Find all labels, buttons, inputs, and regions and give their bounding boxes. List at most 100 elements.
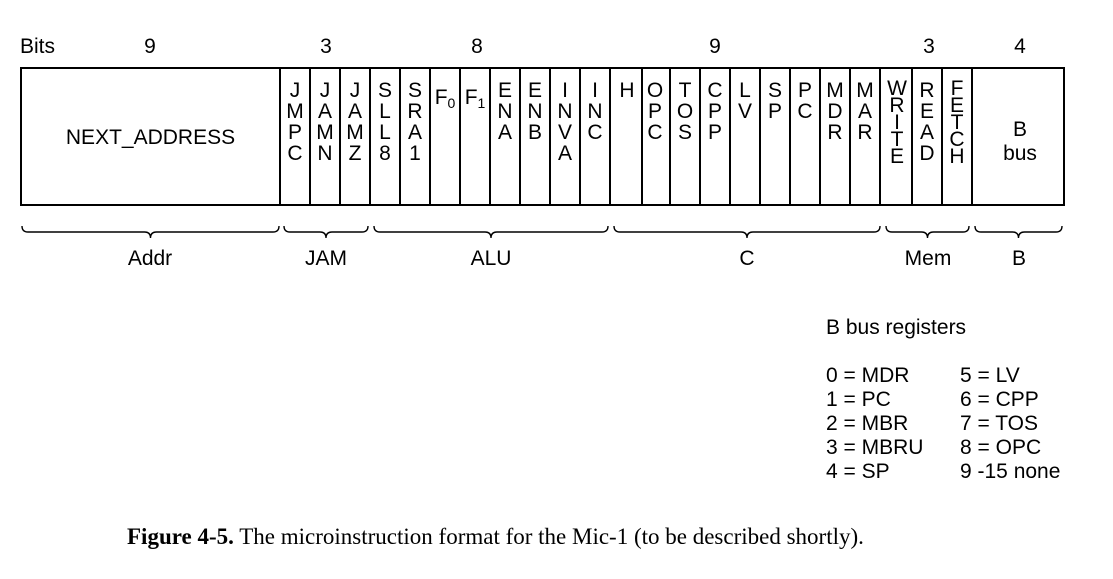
field-letter: T [678,79,692,102]
group-brace [974,225,1063,239]
field-letter: M [316,121,334,144]
field-letter: S [767,79,782,102]
field-letter: R [407,100,423,123]
field-letter: A [347,100,362,123]
group-brace [373,225,609,239]
bits-count-alu: 8 [471,35,483,58]
field-letter: L [739,79,751,102]
field-letter: W [887,77,907,100]
bits-label: Bits [20,35,56,58]
legend-entry: 4 = SP [826,460,890,483]
field-divider [339,67,341,206]
field-letter: A [497,121,512,144]
legend-entry: 3 = MBRU [826,436,924,459]
field-letter: V [737,100,752,123]
field-letter: J [289,79,301,102]
field-letter: C [647,121,663,144]
field-divider [369,67,371,206]
legend-left-column: 0 = MDR 1 = PC 2 = MBR 3 = MBRU 4 = SP [826,364,923,484]
field-letter: E [527,79,542,102]
field-letter: P [707,121,722,144]
field-b-bus: B bus [975,118,1065,166]
field-letter: 1 [409,142,421,165]
field-next-address: NEXT_ADDRESS [65,126,236,149]
field-letter: O [676,100,694,123]
field-letter: H [949,145,965,168]
field-letter: T [890,128,904,151]
field-letter: R [919,79,935,102]
field-divider [911,67,913,206]
field-divider [429,67,431,206]
field-letter: Z [348,142,362,165]
field-letter: T [950,111,964,134]
field-letter: N [317,142,333,165]
field-divider [309,67,311,206]
bits-count-addr: 9 [144,35,156,58]
field-letter: C [587,121,603,144]
microinstruction-format-box [20,67,1065,206]
f1-subscript: 1 [477,95,486,111]
field-letter: R [857,121,873,144]
field-letter: C [949,128,965,151]
field-divider [849,67,851,206]
field-letter: B [527,121,542,144]
field-letter: C [287,142,303,165]
field-letter: M [286,100,304,123]
field-f1: F1 [460,87,490,114]
field-letter: C [797,100,813,123]
field-letter: N [497,100,513,123]
field-divider [699,67,701,206]
group-brace [885,225,970,239]
figure-caption: Figure 4-5. The microinstruction format … [127,524,864,550]
group-label-c: C [739,247,755,270]
field-f0: F0 [430,87,460,114]
field-letter: A [919,121,934,144]
field-divider [879,67,881,206]
bits-count-mem: 3 [923,35,935,58]
field-letter: S [677,121,692,144]
field-letter: L [379,100,391,123]
field-letter: E [889,145,904,168]
group-brace [283,225,369,239]
legend-entry: 5 = LV [960,364,1020,387]
caption-text: The microinstruction format for the Mic-… [239,524,864,549]
field-letter: R [827,121,843,144]
field-letter: R [889,94,905,117]
f0-base: F [434,86,448,109]
field-letter: S [407,79,422,102]
field-divider [549,67,551,206]
group-label-addr: Addr [127,247,173,270]
field-divider [729,67,731,206]
f0-subscript: 0 [447,95,456,111]
field-letter: I [894,111,900,134]
field-letter: E [919,100,934,123]
field-letter: A [857,100,872,123]
field-letter: P [767,100,782,123]
bits-count-c: 9 [709,35,721,58]
field-letter: N [557,100,573,123]
field-divider [941,67,943,206]
field-divider [759,67,761,206]
legend-entry: 2 = MBR [826,412,909,435]
group-label-jam: JAM [305,247,347,270]
field-letter: N [527,100,543,123]
field-divider [669,67,671,206]
field-letter: A [557,142,572,165]
field-letter: D [827,100,843,123]
field-letter: L [379,121,391,144]
field-letter: P [707,100,722,123]
field-letter: E [497,79,512,102]
field-letter: E [949,94,964,117]
